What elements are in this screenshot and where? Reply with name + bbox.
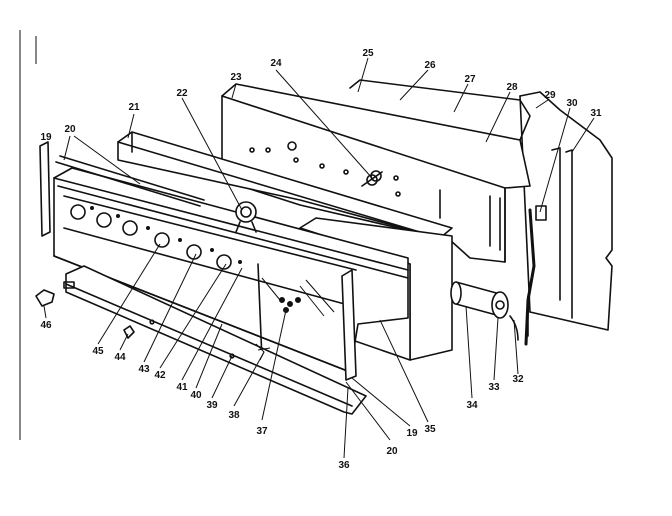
callout-26: 26 xyxy=(424,60,436,71)
lamp-part xyxy=(361,171,383,187)
callout-29: 29 xyxy=(544,90,556,101)
callout-44: 44 xyxy=(114,352,126,363)
callout-41: 41 xyxy=(176,382,188,393)
callout-36: 36 xyxy=(338,460,350,471)
cylinder-part xyxy=(450,281,509,319)
thermostat-part xyxy=(235,201,257,233)
callout-42: 42 xyxy=(154,370,166,381)
callout-33: 33 xyxy=(488,382,500,393)
callout-32: 32 xyxy=(512,374,524,385)
wall-switch-part xyxy=(535,205,547,221)
callout-19-right: 19 xyxy=(406,428,418,439)
callout-20-top: 20 xyxy=(64,124,76,135)
callout-27: 27 xyxy=(464,74,476,85)
callout-labels: 19 20 21 22 23 24 25 26 27 28 29 30 31 3… xyxy=(40,48,602,471)
callout-25: 25 xyxy=(362,48,374,59)
callout-40: 40 xyxy=(190,390,202,401)
callout-21: 21 xyxy=(128,102,140,113)
right-side-trim-part xyxy=(341,269,357,381)
callout-35: 35 xyxy=(424,424,436,435)
callout-28: 28 xyxy=(506,82,518,93)
callout-23: 23 xyxy=(230,72,242,83)
back-panel-part xyxy=(221,83,531,263)
left-side-trim-part xyxy=(39,141,51,237)
margin-marks xyxy=(19,30,37,440)
callout-30: 30 xyxy=(566,98,578,109)
clip-part xyxy=(35,289,55,307)
callout-22: 22 xyxy=(176,88,188,99)
callout-24: 24 xyxy=(270,58,282,69)
callout-20-bottom: 20 xyxy=(386,446,398,457)
leader-lines xyxy=(43,57,595,459)
callout-37: 37 xyxy=(256,426,268,437)
screw-part xyxy=(123,325,135,339)
callout-43: 43 xyxy=(138,364,150,375)
callout-39: 39 xyxy=(206,400,218,411)
cord-part xyxy=(509,208,536,346)
callout-31: 31 xyxy=(590,108,602,119)
callout-19-left: 19 xyxy=(40,132,52,143)
callout-34: 34 xyxy=(466,400,478,411)
callout-45: 45 xyxy=(92,346,104,357)
callout-38: 38 xyxy=(228,410,240,421)
rear-bracket-part xyxy=(519,91,613,331)
callout-46: 46 xyxy=(40,320,52,331)
